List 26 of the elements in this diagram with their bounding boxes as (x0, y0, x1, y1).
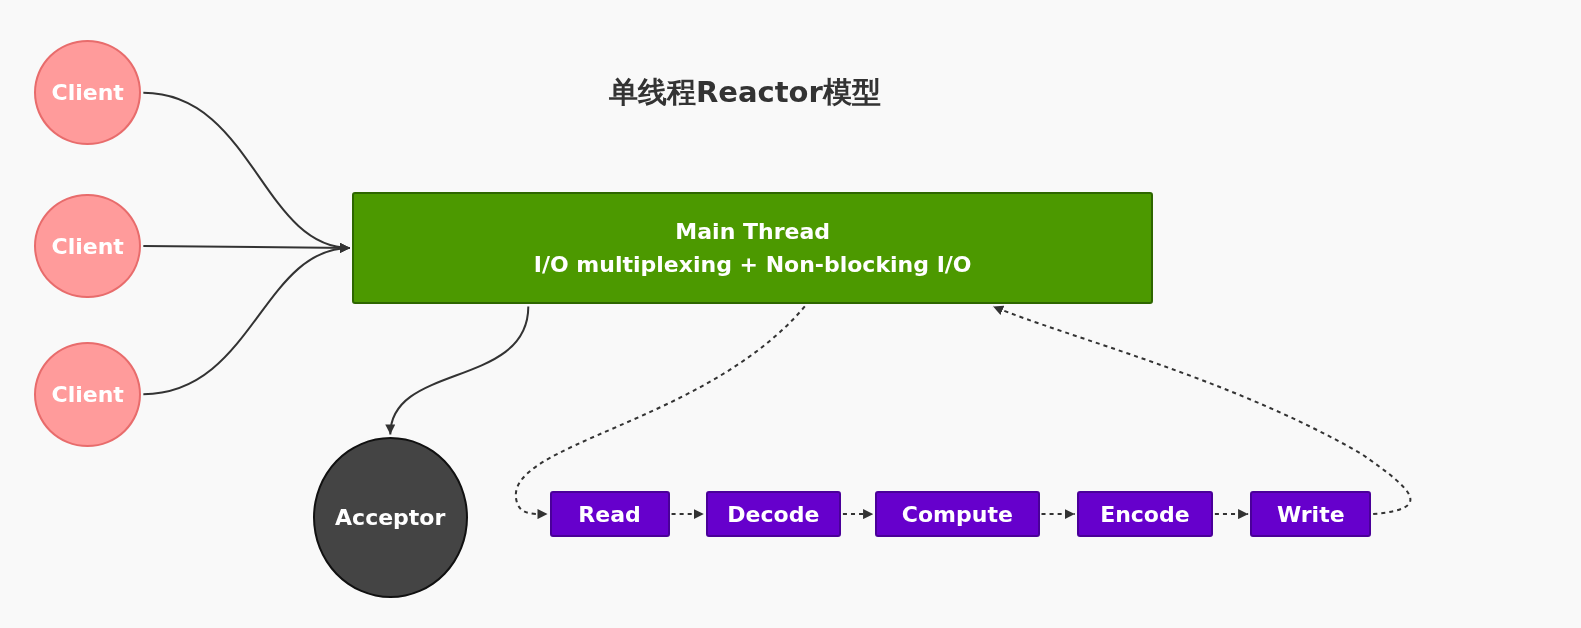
step-box (549, 491, 670, 538)
box-subtitle: I/O multiplexing + Non-blocking I/O (533, 251, 972, 279)
node-label: Compute (901, 500, 1013, 529)
dashed-arrow (992, 305, 1412, 516)
dashed-arrow (1041, 509, 1075, 520)
arrow (387, 306, 530, 435)
node-label: Encode (1100, 500, 1190, 529)
node-label: Read (578, 500, 641, 529)
dashed-arrow (1214, 509, 1249, 520)
dashed-arrow (671, 509, 704, 520)
node-label: Client (51, 232, 124, 261)
step-box (875, 491, 1040, 538)
node-label: Write (1276, 500, 1345, 529)
thread-box (351, 191, 1154, 305)
node-label: Client (51, 380, 124, 409)
step-box (705, 491, 841, 538)
node-label: Client (51, 79, 124, 108)
node-label: Acceptor (335, 503, 446, 532)
step-box (1250, 491, 1372, 538)
box-heading: Main Thread (675, 218, 830, 246)
title: 单线程Reactor模型 (609, 73, 881, 111)
arrow (143, 244, 351, 396)
dashed-arrow (515, 305, 806, 520)
node-label: Decode (727, 500, 820, 529)
dashed-arrow (842, 509, 874, 520)
step-box (1076, 491, 1213, 538)
